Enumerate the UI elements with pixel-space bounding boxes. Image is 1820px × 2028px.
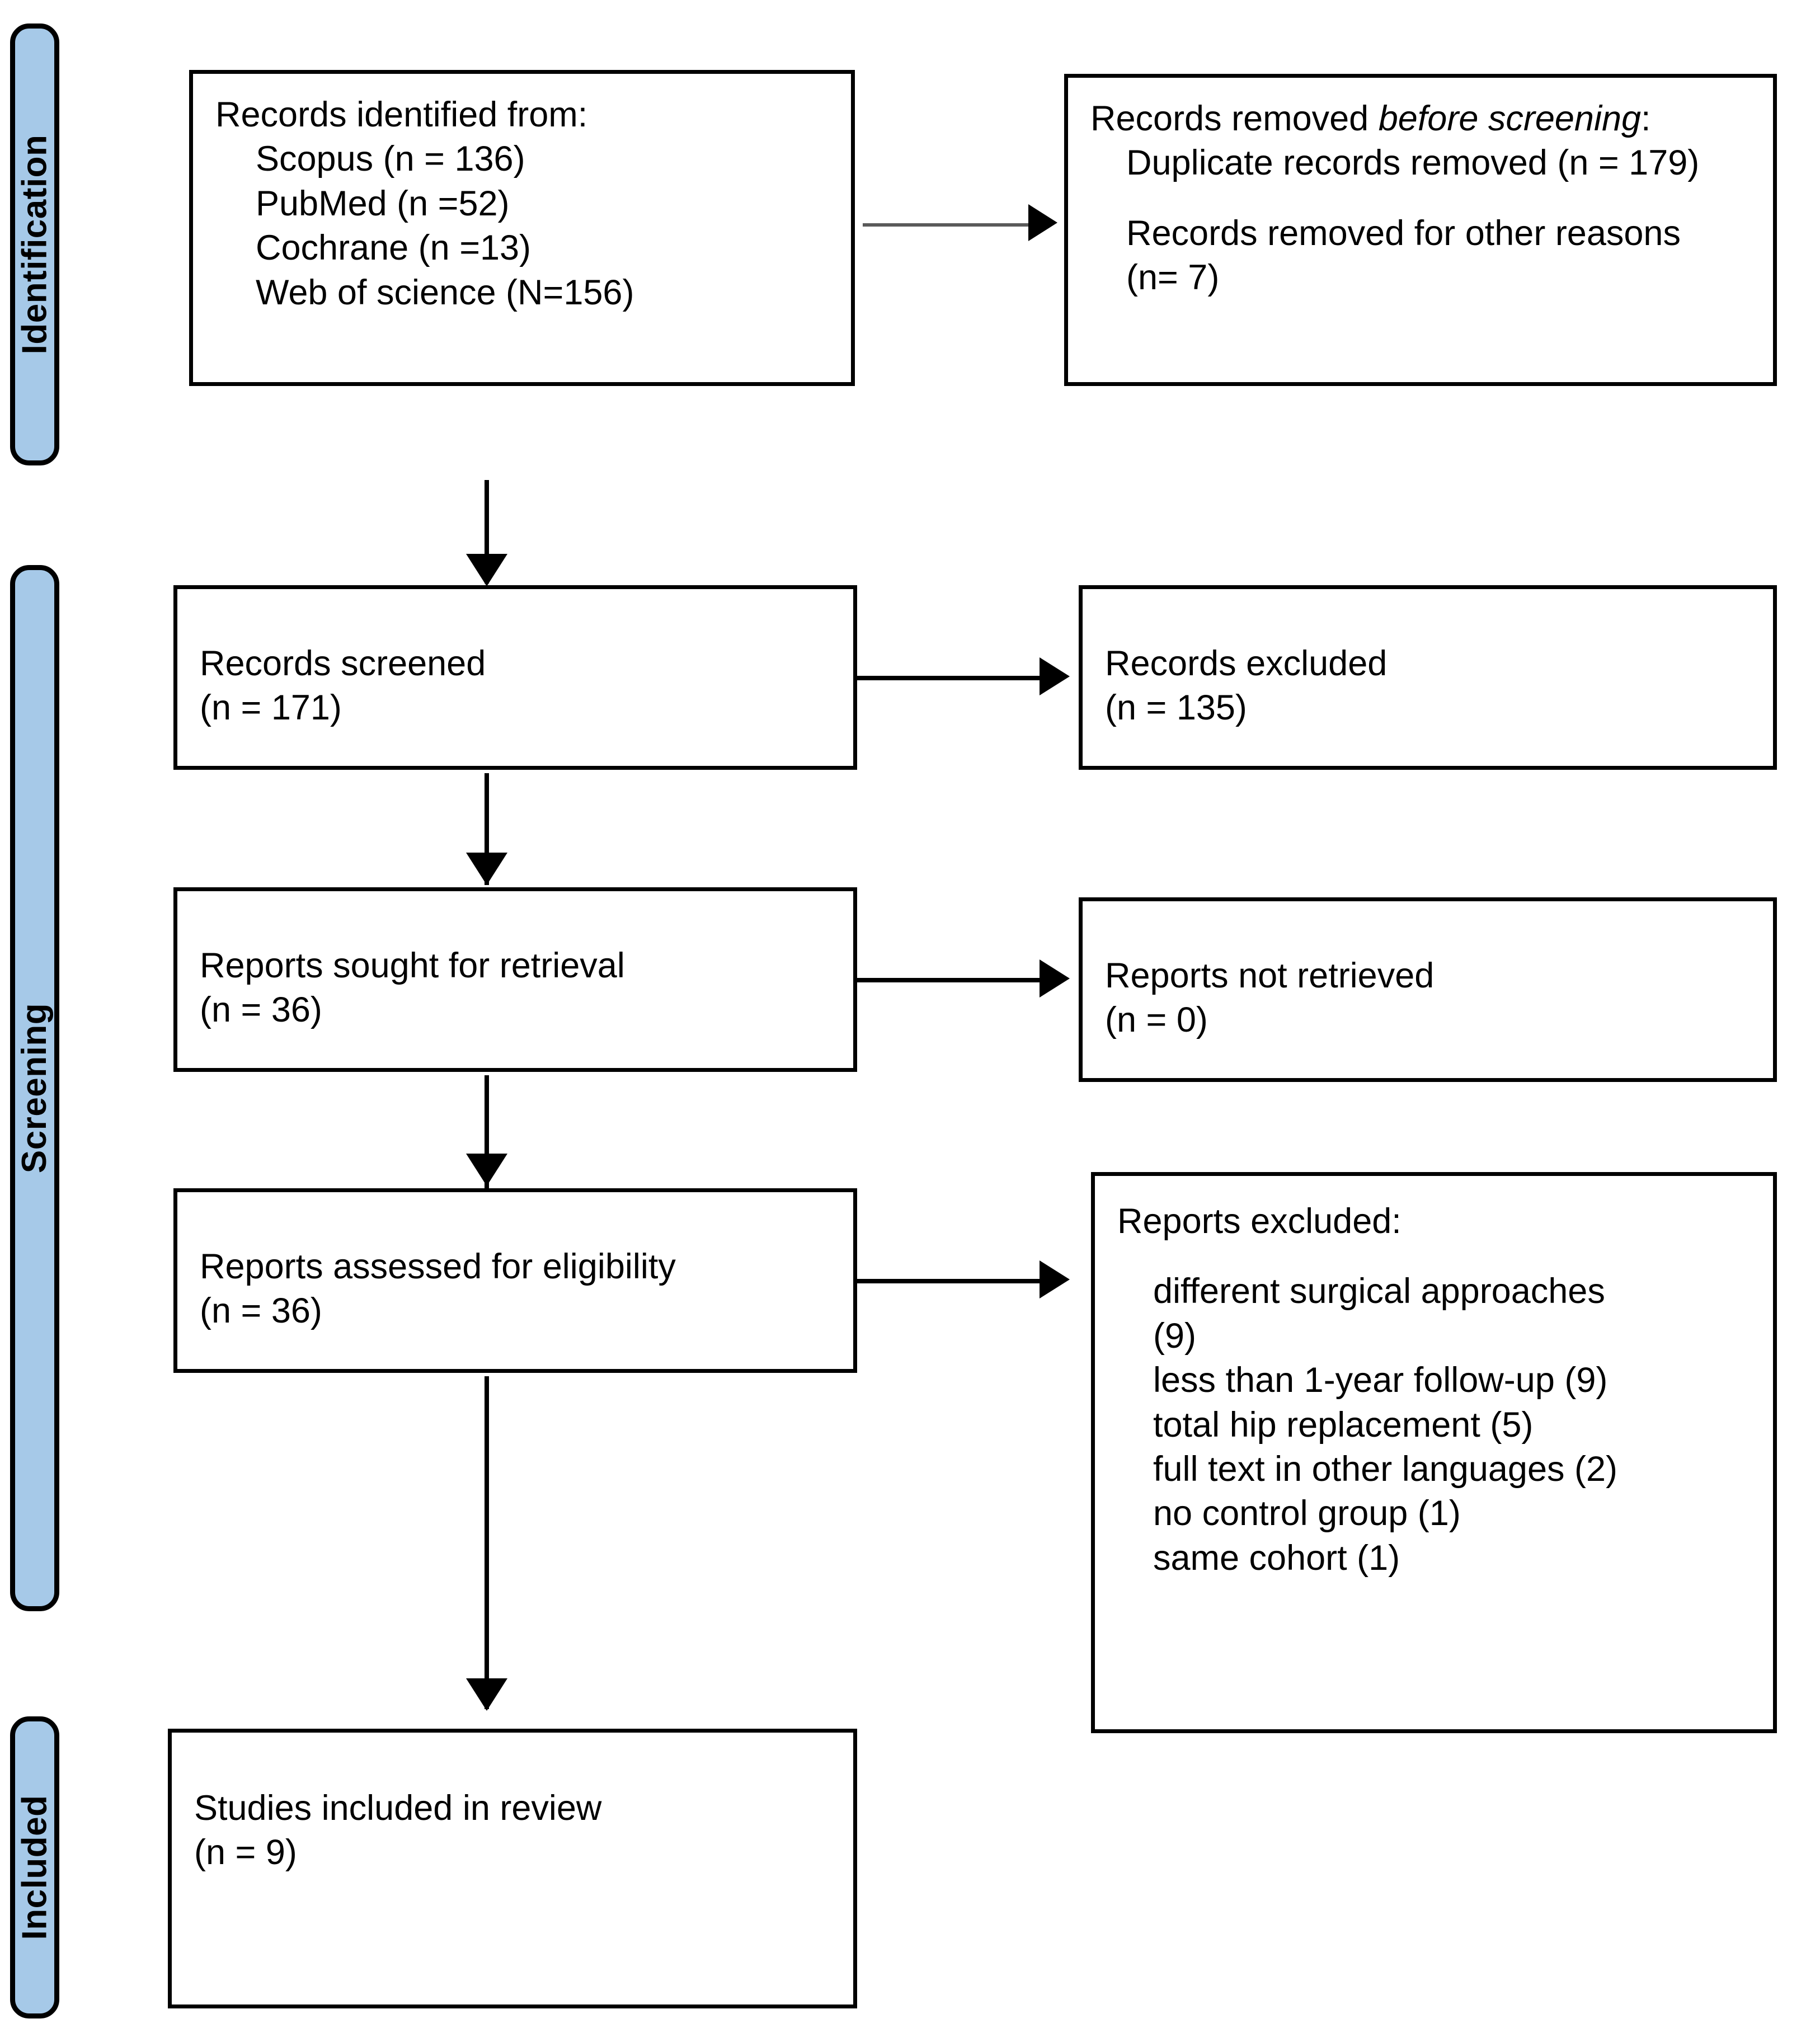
phase-included: Included: [10, 1716, 59, 2018]
reports-excluded-spacer: [1117, 1244, 1751, 1269]
arrowhead-screened-to-sought: [466, 853, 507, 885]
reports-not-retrieved-count: (n = 0): [1105, 1000, 1208, 1040]
box-records-removed: Records removed before screening: Duplic…: [1064, 74, 1777, 386]
reports-excluded-reason-2: less than 1-year follow-up (9): [1153, 1361, 1608, 1400]
records-removed-other-line2: (n= 7): [1126, 258, 1220, 298]
studies-included-label: Studies included in review: [194, 1789, 602, 1828]
box-reports-assessed: Reports assessed for eligibility (n = 36…: [173, 1188, 857, 1373]
records-removed-spacer: [1090, 186, 1751, 211]
arrowhead-sought-to-assessed: [466, 1154, 507, 1186]
arrowhead-assessed-to-excluded: [1040, 1260, 1070, 1298]
records-excluded-label: Records excluded: [1105, 644, 1388, 683]
box-studies-included: Studies included in review (n = 9): [168, 1729, 857, 2008]
records-removed-heading-tail: :: [1641, 99, 1651, 138]
phase-identification-label: Identification: [15, 134, 54, 355]
arrowhead-identified-to-screened: [466, 554, 507, 586]
reports-excluded-reason-5: no control group (1): [1153, 1494, 1461, 1533]
records-removed-heading-italic: before screening: [1378, 99, 1642, 138]
reports-excluded-reason-4: full text in other languages (2): [1153, 1449, 1617, 1489]
connector-sought-to-not-retrieved: [857, 978, 1041, 982]
box-reports-excluded: Reports excluded: different surgical app…: [1091, 1172, 1777, 1733]
records-removed-other-line1: Records removed for other reasons: [1126, 213, 1681, 253]
connector-identified-to-screened: [485, 480, 489, 584]
reports-excluded-heading: Reports excluded:: [1117, 1202, 1402, 1241]
box-records-screened: Records screened (n = 171): [173, 585, 857, 770]
reports-assessed-label: Reports assessed for eligibility: [200, 1247, 676, 1286]
connector-assessed-to-excluded: [857, 1279, 1041, 1283]
connector-identified-to-removed: [863, 223, 1029, 227]
arrowhead-assessed-to-included: [466, 1678, 507, 1711]
reports-sought-label: Reports sought for retrieval: [200, 946, 625, 985]
records-identified-source-wos: Web of science (N=156): [256, 272, 634, 312]
records-identified-source-pubmed: PubMed (n =52): [256, 183, 510, 223]
phase-included-label: Included: [15, 1795, 54, 1940]
records-removed-heading: Records removed before screening:: [1090, 97, 1751, 141]
records-removed-duplicates: Duplicate records removed (n = 179): [1126, 143, 1700, 183]
reports-assessed-count: (n = 36): [200, 1291, 322, 1331]
phase-identification: Identification: [10, 23, 59, 465]
records-screened-label: Records screened: [200, 644, 486, 683]
arrowhead-screened-to-excluded: [1040, 657, 1070, 695]
records-identified-source-scopus: Scopus (n = 136): [256, 139, 525, 179]
records-identified-heading: Records identified from:: [215, 95, 588, 134]
reports-excluded-reason-1-count: (9): [1153, 1316, 1196, 1356]
box-records-excluded: Records excluded (n = 135): [1079, 585, 1777, 770]
studies-included-count: (n = 9): [194, 1833, 297, 1872]
connector-sought-to-assessed: [485, 1075, 489, 1188]
arrowhead-sought-to-not-retrieved: [1040, 959, 1070, 997]
records-screened-count: (n = 171): [200, 688, 342, 728]
reports-excluded-reason-1: different surgical approaches: [1153, 1272, 1605, 1311]
phase-screening: Screening: [10, 565, 59, 1611]
connector-screened-to-excluded: [857, 676, 1041, 680]
connector-assessed-to-included: [485, 1376, 489, 1709]
records-removed-heading-plain: Records removed: [1090, 99, 1379, 138]
arrowhead-identified-to-removed: [1028, 204, 1057, 241]
phase-screening-label: Screening: [15, 1003, 54, 1174]
reports-sought-count: (n = 36): [200, 990, 322, 1030]
box-reports-not-retrieved: Reports not retrieved (n = 0): [1079, 897, 1777, 1082]
reports-excluded-reason-6: same cohort (1): [1153, 1538, 1400, 1578]
box-records-identified: Records identified from: Scopus (n = 136…: [189, 70, 855, 386]
reports-excluded-reason-3: total hip replacement (5): [1153, 1405, 1534, 1444]
connector-screened-to-sought: [485, 773, 489, 885]
box-reports-sought: Reports sought for retrieval (n = 36): [173, 887, 857, 1072]
records-excluded-count: (n = 135): [1105, 688, 1247, 728]
reports-not-retrieved-label: Reports not retrieved: [1105, 956, 1435, 995]
records-identified-source-cochrane: Cochrane (n =13): [256, 228, 532, 268]
